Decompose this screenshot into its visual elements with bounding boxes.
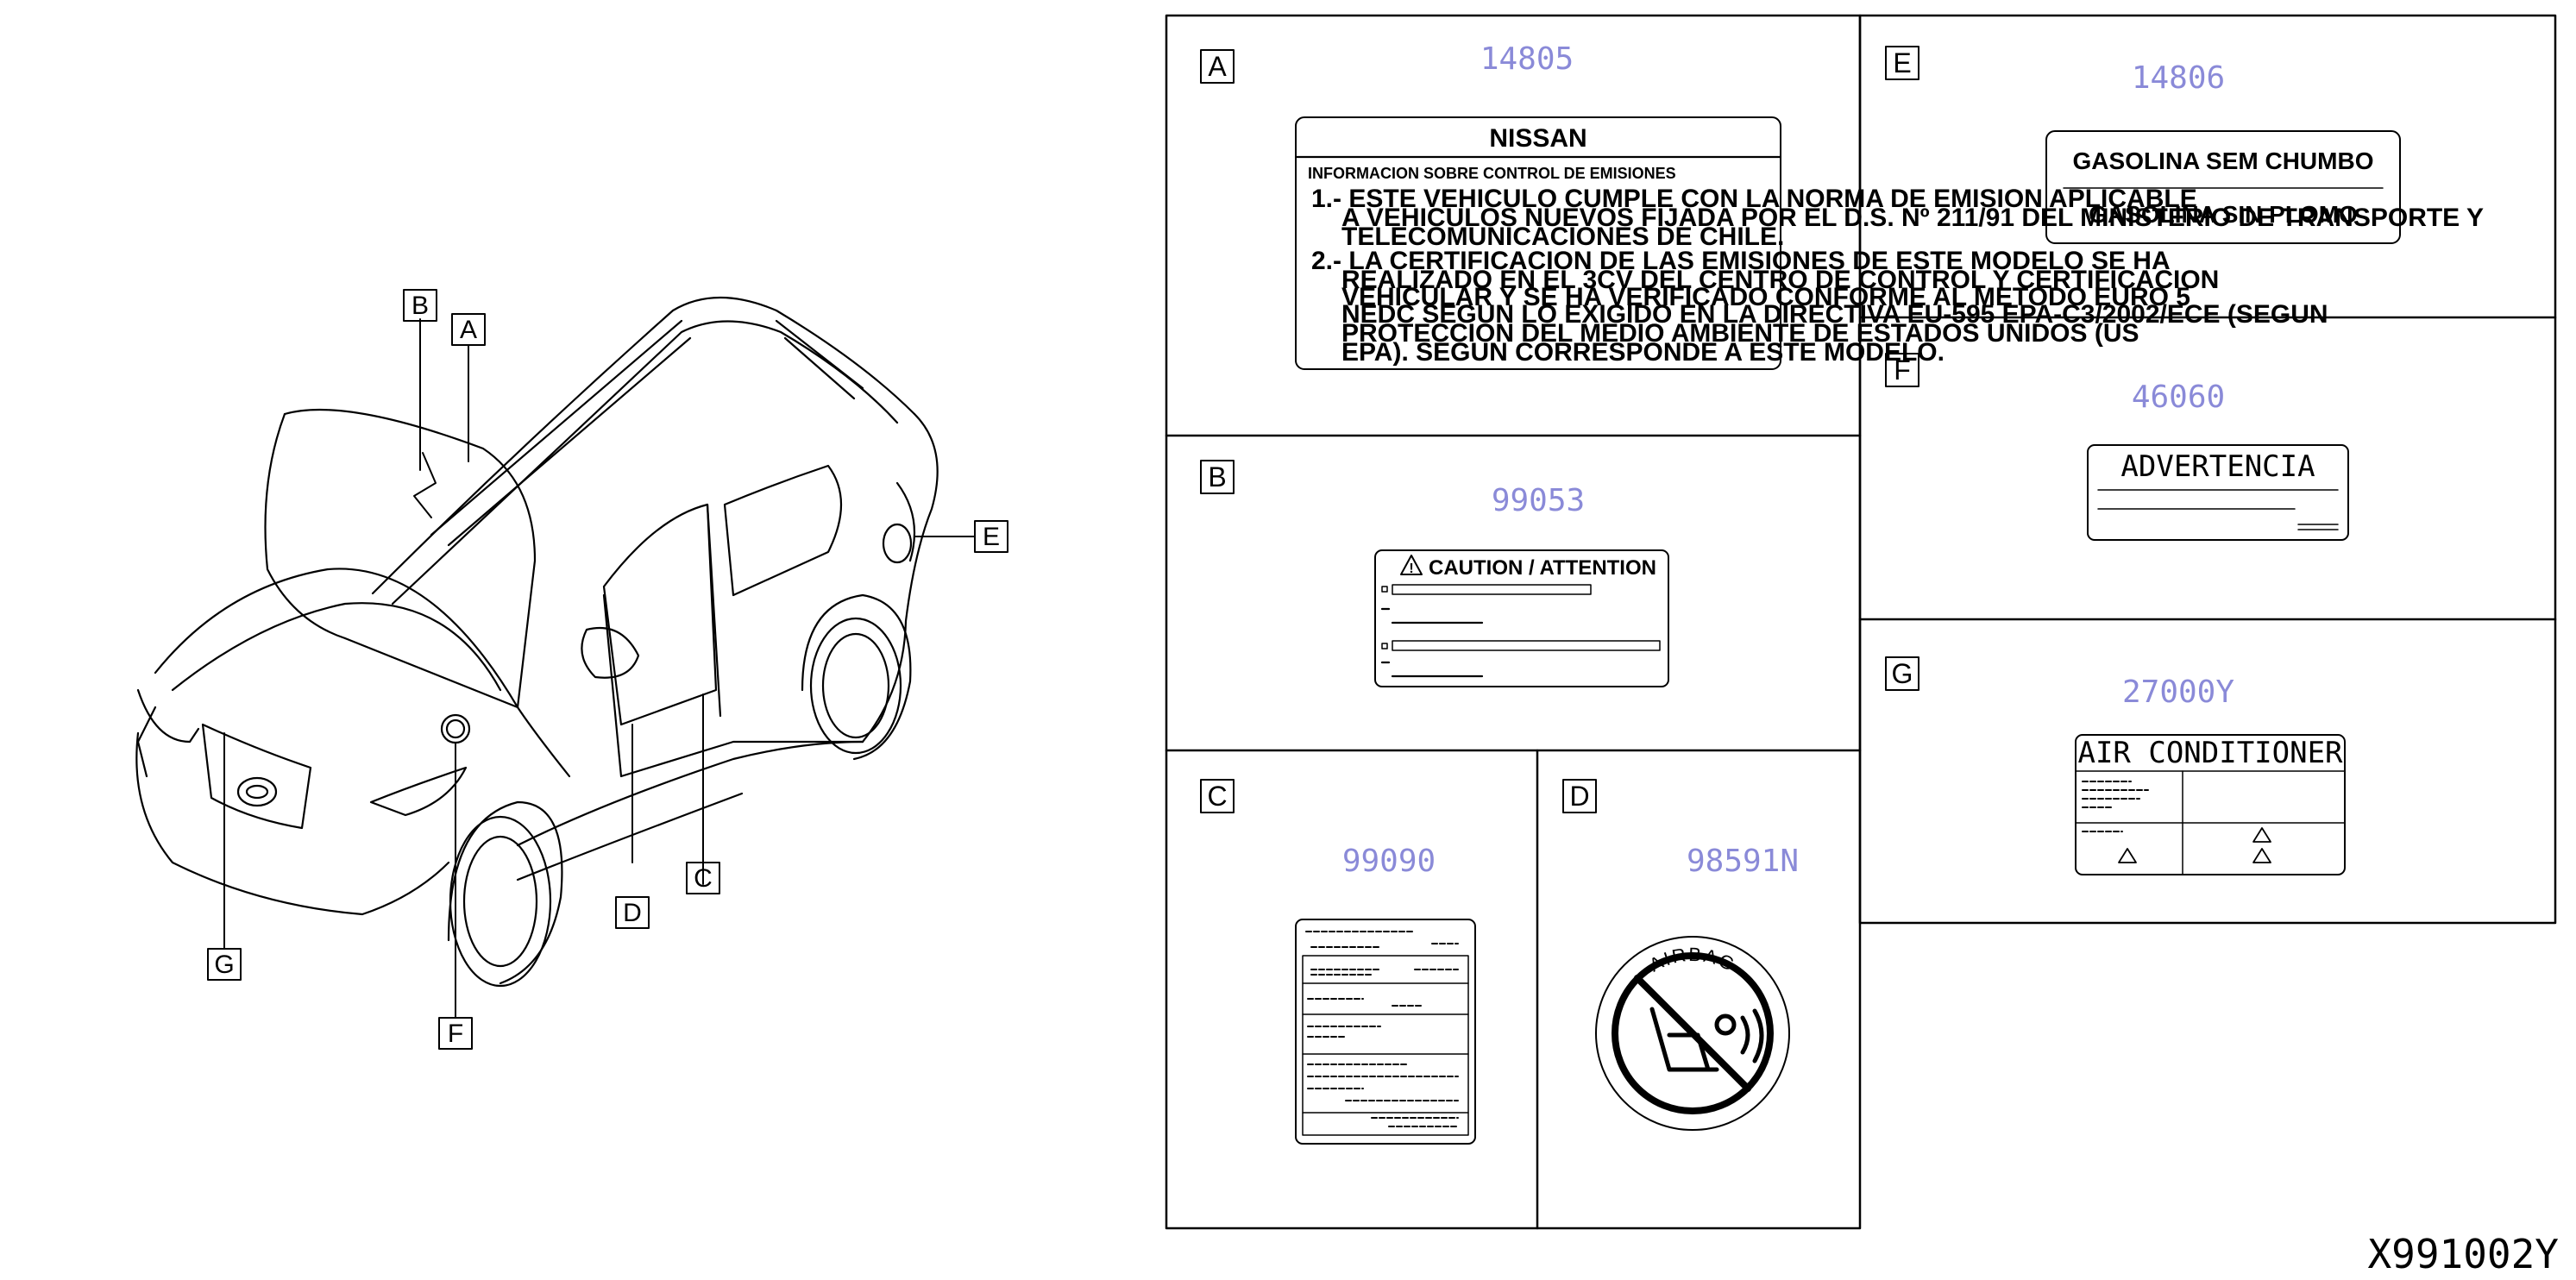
air-conditioner-label: AIR CONDITIONER	[2075, 734, 2346, 875]
svg-text:!: !	[1409, 562, 1413, 576]
fuel-label: GASOLINA SEM CHUMBO GASOLINA SIN PLOMO	[2045, 130, 2401, 244]
car-illustration	[135, 296, 939, 988]
panel-grid	[1165, 14, 2557, 1230]
panel-letter: C	[1207, 781, 1227, 812]
child-seat-icon	[1649, 1007, 1764, 1072]
svg-text:NEDC SEGUN LO EXIGIDO EN LA DI: NEDC SEGUN LO EXIGIDO EN LA DIRECTIVA EU…	[1341, 300, 2328, 329]
airbag-warning-label: AIRBAG	[1595, 936, 1790, 1131]
svg-text:D: D	[623, 899, 642, 927]
svg-text:1.- ESTE VEHICULO CUMPLE CON L: 1.- ESTE VEHICULO CUMPLE CON LA NORMA DE…	[1311, 185, 2197, 213]
svg-text:A VEHICULOS NUEVOS FIJADA POR: A VEHICULOS NUEVOS FIJADA POR EL D.S. Nº…	[1341, 204, 2484, 232]
callout-box-d: D	[615, 896, 650, 929]
part-number: 14805	[1480, 41, 1574, 77]
svg-text:A: A	[460, 316, 477, 344]
panel-g: G 27000Y AIR CONDITIONER	[1885, 656, 2346, 875]
svg-text:GASOLINA SIN PLOMO: GASOLINA SIN PLOMO	[2089, 201, 2358, 228]
svg-text:INFORMACION SOBRE CONTROL DE E: INFORMACION SOBRE CONTROL DE EMISIONES	[1308, 165, 1676, 182]
panel-c: C 99090	[1200, 779, 1476, 1145]
panel-letter: G	[1892, 658, 1913, 689]
svg-text:REALIZADO EN EL 3CV DEL CENTRO: REALIZADO EN EL 3CV DEL CENTRO DE CONTRO…	[1341, 266, 2219, 294]
part-number: 27000Y	[2122, 675, 2234, 710]
panel-b: B 99053 ! CAUTION / ATTENTION	[1200, 460, 1669, 687]
svg-text:EPA). SEGUN CORRESPONDE A ESTE: EPA). SEGUN CORRESPONDE A ESTE MODELO.	[1341, 338, 1945, 367]
emission-label: NISSAN INFORMACION SOBRE CONTROL DE EMIS…	[1294, 116, 2484, 370]
callout-box-a: A	[451, 313, 486, 346]
svg-text:ADVERTENCIA: ADVERTENCIA	[2120, 449, 2315, 484]
svg-text:AIRBAG: AIRBAG	[1646, 944, 1740, 976]
panel-letter: E	[1893, 47, 1911, 78]
svg-text:VEHICULAR Y SE HA VERIFICADO C: VEHICULAR Y SE HA VERIFICADO CONFORME AL…	[1341, 283, 2190, 311]
svg-text:F: F	[448, 1020, 463, 1048]
svg-text:PROTECCION DEL MEDIO AMBIENTE: PROTECCION DEL MEDIO AMBIENTE DE ESTADOS…	[1341, 319, 2139, 348]
caution-label: ! CAUTION / ATTENTION	[1374, 549, 1669, 687]
triangle-icon	[2118, 848, 2137, 863]
callout-leaders	[223, 318, 976, 1019]
svg-text:NISSAN: NISSAN	[1489, 124, 1586, 153]
svg-text:E: E	[983, 523, 1000, 551]
panel-f: F 46060 ADVERTENCIA	[1885, 353, 2349, 541]
warning-triangle-icon	[1400, 555, 1423, 575]
svg-text:C: C	[694, 864, 713, 893]
part-number: 99053	[1492, 483, 1585, 518]
svg-text:CAUTION / ATTENTION: CAUTION / ATTENTION	[1429, 556, 1656, 580]
panel-letter: B	[1208, 461, 1226, 493]
svg-text:AIR CONDITIONER: AIR CONDITIONER	[2077, 736, 2343, 770]
panel-letter: F	[1894, 355, 1911, 386]
part-number: 14806	[2132, 60, 2225, 96]
panel-e: E 14806 GASOLINA SEM CHUMBO GASOLINA SIN…	[1885, 46, 2401, 244]
part-number: 98591N	[1687, 844, 1799, 879]
panel-a: A 14805 NISSAN INFORMACION SOBRE CONTROL…	[1200, 41, 2484, 370]
svg-text:B: B	[412, 292, 429, 320]
panel-letter: A	[1208, 51, 1227, 82]
svg-text:GASOLINA SEM CHUMBO: GASOLINA SEM CHUMBO	[2073, 147, 2374, 174]
callout-box-b: B	[403, 289, 437, 322]
svg-text:TELECOMUNICACIONES DE CHILE.: TELECOMUNICACIONES DE CHILE.	[1341, 223, 1784, 251]
warning-label: ADVERTENCIA	[2087, 444, 2349, 541]
part-number: 99090	[1342, 844, 1436, 879]
diagram-id: X991002Y	[2367, 1231, 2559, 1277]
triangle-icon	[2252, 848, 2271, 863]
callout-box-e: E	[974, 520, 1008, 553]
callout-box-c: C	[686, 862, 720, 894]
callout-box-g: G	[207, 948, 242, 981]
panel-d: D 98591N AIRBAG	[1562, 779, 1799, 1131]
panel-letter: D	[1569, 781, 1589, 812]
part-number: 46060	[2132, 380, 2225, 415]
svg-text:2.- LA CERTIFICACION DE LAS EM: 2.- LA CERTIFICACION DE LAS EMISIONES DE…	[1311, 247, 2171, 275]
triangle-icon	[2252, 827, 2271, 843]
tire-info-label	[1295, 919, 1476, 1145]
svg-text:G: G	[214, 951, 234, 979]
callout-box-f: F	[438, 1017, 473, 1050]
